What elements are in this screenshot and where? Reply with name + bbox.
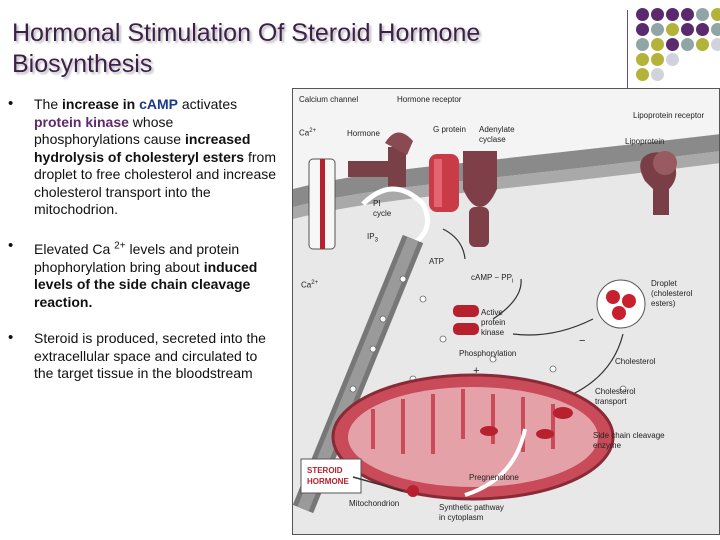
label-calcium-channel: Calcium channel — [299, 95, 358, 104]
label-cycle: cycle — [373, 209, 391, 218]
bullet-run: Steroid is produced, secreted into the e… — [34, 330, 266, 381]
label-atp: ATP — [429, 257, 444, 266]
bullet-item: • Elevated Ca 2+ levels and protein phoph… — [8, 238, 278, 312]
bullet-dot: • — [8, 237, 13, 255]
label-camp-ppi: cAMP − PPi — [471, 273, 513, 287]
label-adenylate: Adenylate — [479, 125, 515, 134]
label-cholesterol-transport-2: transport — [595, 397, 627, 406]
corner-dot — [636, 53, 649, 66]
corner-dot — [666, 53, 679, 66]
label-side-chain-1: Side chain cleavage — [593, 431, 665, 440]
corner-dot — [636, 23, 649, 36]
diagram-illustration — [293, 89, 720, 535]
label-active: Active — [481, 308, 503, 317]
bullet-item: • The increase in cAMP activates protein … — [8, 96, 278, 219]
corner-dot — [696, 23, 709, 36]
corner-dot — [651, 68, 664, 81]
bullet-text: The increase in cAMP activates protein k… — [34, 96, 276, 217]
label-steroid-hormone-1: STEROID — [307, 466, 343, 475]
label-droplet: Droplet — [651, 279, 677, 288]
bullet-run: cAMP — [139, 96, 178, 112]
label-cholesterol-esters-1: (cholesterol — [651, 289, 692, 298]
corner-dot — [696, 8, 709, 21]
corner-divider — [627, 10, 628, 88]
label-synthetic-2: in cytoplasm — [439, 513, 483, 522]
bullet-text: Steroid is produced, secreted into the e… — [34, 330, 266, 381]
label-minus: − — [579, 337, 585, 346]
label-cholesterol: Cholesterol — [615, 357, 655, 366]
label-ip3: IP3 — [367, 232, 378, 246]
label-side-chain-2: enzyme — [593, 441, 621, 450]
label-plus: + — [473, 367, 479, 376]
corner-dot — [696, 38, 709, 51]
label-g-protein: G protein — [433, 125, 466, 134]
label-lipoprotein-receptor: Lipoprotein receptor — [633, 111, 704, 120]
bullet-dot: • — [8, 329, 13, 347]
label-pi: PI — [373, 199, 381, 208]
label-cyclase: cyclase — [479, 135, 506, 144]
corner-dot — [651, 53, 664, 66]
corner-dot — [666, 8, 679, 21]
label-steroid-hormone-2: HORMONE — [307, 477, 349, 486]
label-ca2-mid: Ca2+ — [301, 279, 318, 290]
label-ca2-top: Ca2+ — [299, 127, 316, 138]
label-hormone-receptor: Hormone receptor — [397, 95, 461, 104]
label-pregnenolone: Pregnenolone — [469, 473, 519, 482]
corner-dot — [681, 23, 694, 36]
corner-dot — [711, 8, 720, 21]
corner-dot — [651, 38, 664, 51]
label-synthetic-1: Synthetic pathway — [439, 503, 504, 512]
corner-dot — [651, 23, 664, 36]
bullet-run: protein kinase — [34, 114, 129, 130]
corner-dot — [666, 23, 679, 36]
label-hormone: Hormone — [347, 129, 380, 138]
bullet-text: Elevated Ca 2+ levels and protein phopho… — [34, 241, 257, 310]
corner-dot — [636, 8, 649, 21]
corner-dot — [636, 38, 649, 51]
bullet-dot: • — [8, 95, 13, 113]
corner-dot — [666, 38, 679, 51]
bullet-run: The — [34, 96, 62, 112]
corner-dot — [711, 38, 720, 51]
slide-title: Hormonal Stimulation Of Steroid Hormone … — [12, 18, 612, 80]
label-mitochondrion: Mitochondrion — [349, 499, 399, 508]
bullet-run: activates — [178, 96, 237, 112]
label-kinase: kinase — [481, 328, 504, 337]
corner-dot — [681, 38, 694, 51]
corner-dot — [681, 8, 694, 21]
steroidogenesis-diagram: Calcium channel Hormone receptor Ca2+ Ho… — [292, 88, 720, 535]
corner-dot — [651, 8, 664, 21]
corner-dot — [711, 23, 720, 36]
bullet-item: • Steroid is produced, secreted into the … — [8, 330, 278, 383]
label-cholesterol-transport-1: Cholesterol — [595, 387, 635, 396]
bullet-list: • The increase in cAMP activates protein … — [8, 96, 278, 402]
bullet-run: 2+ — [114, 241, 125, 252]
label-cholesterol-esters-2: esters) — [651, 299, 675, 308]
label-protein: protein — [481, 318, 505, 327]
label-lipoprotein: Lipoprotein — [625, 137, 665, 146]
corner-dot — [636, 68, 649, 81]
label-phosphorylation: Phosphorylation — [459, 349, 516, 358]
bullet-run: Elevated Ca — [34, 241, 114, 257]
bullet-run: increase in — [62, 96, 139, 112]
